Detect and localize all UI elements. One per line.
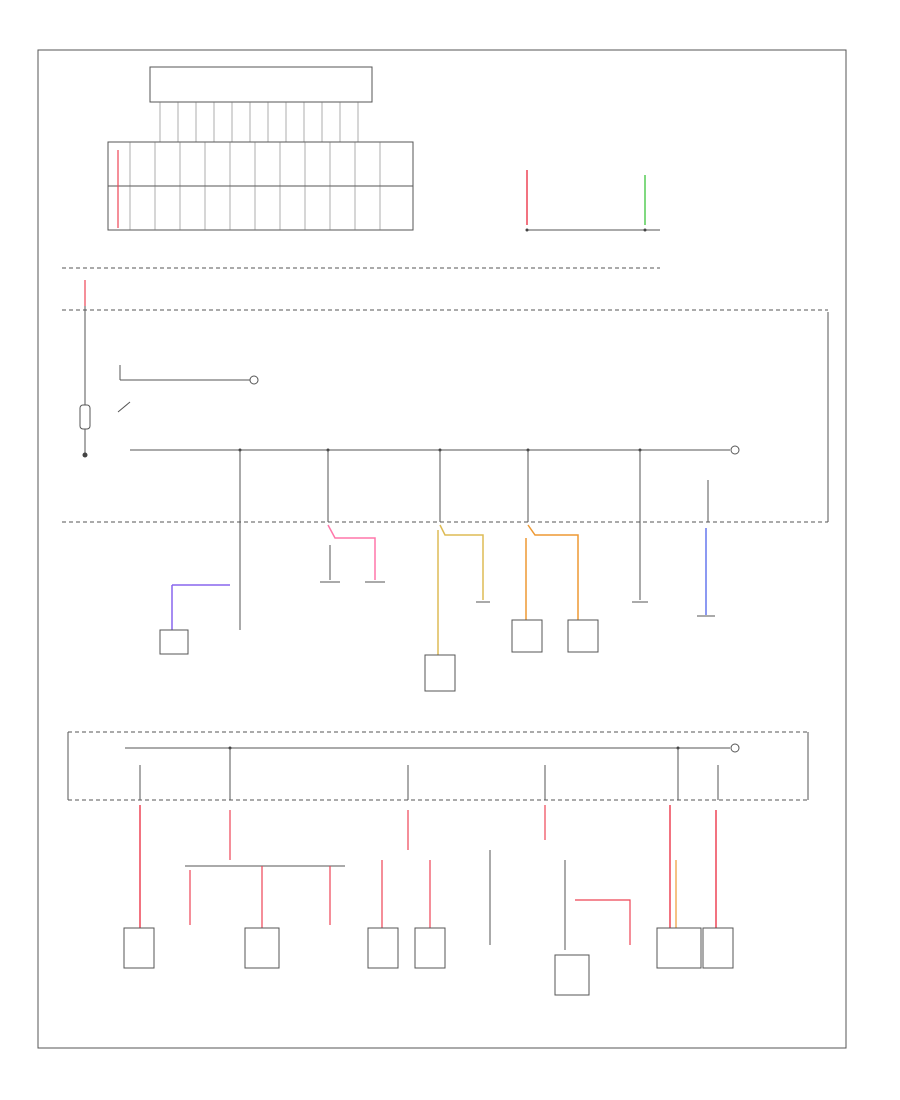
lower-loads-group <box>123 805 734 996</box>
component-box-l4 <box>554 954 590 996</box>
wire-orange-load <box>527 524 579 620</box>
component-box-1 <box>159 629 189 655</box>
connector-circle-1 <box>249 375 259 385</box>
component-box-4b <box>567 619 599 653</box>
component-box-l5 <box>656 927 702 969</box>
component-box-l1 <box>123 927 155 969</box>
connector-circle-2 <box>730 445 740 455</box>
component-box-3 <box>424 654 456 692</box>
top-module-group <box>107 66 414 231</box>
component-box-l3a <box>367 927 399 969</box>
component-box-l3b <box>414 927 446 969</box>
top-module-pins <box>159 102 359 142</box>
battery-feed-group <box>79 306 259 458</box>
distribution-bus <box>130 445 740 522</box>
component-box-4a <box>511 619 543 653</box>
fuse-block-columns <box>129 142 381 186</box>
connector-circle-3 <box>730 743 740 753</box>
battery-symbol <box>79 404 91 430</box>
wire-yellow-load <box>439 524 484 600</box>
fuse-lower-box <box>107 185 414 231</box>
lower-bus-group <box>67 731 809 801</box>
fuse-lower-columns <box>129 186 381 230</box>
fuse-block-box <box>107 141 414 187</box>
component-box-l2 <box>244 927 280 969</box>
component-box-l6 <box>702 927 734 969</box>
top-right-sensor-group <box>525 170 660 232</box>
diagram-frame <box>37 49 847 1049</box>
wire-pink-load <box>327 524 376 580</box>
middle-loads-group <box>159 522 715 692</box>
top-module-box <box>149 66 373 103</box>
